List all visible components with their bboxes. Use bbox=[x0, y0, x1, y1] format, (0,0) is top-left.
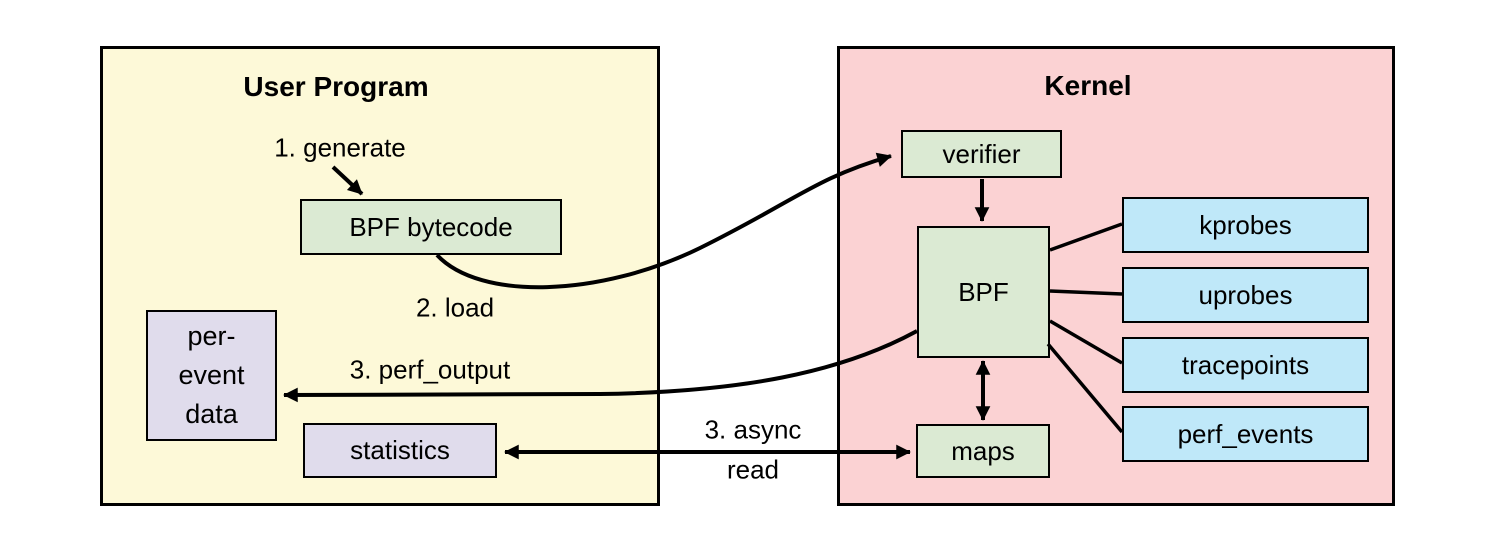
per-event-line-3: data bbox=[185, 399, 238, 429]
bpf-label: BPF bbox=[958, 276, 1009, 307]
perf-events-label: perf_events bbox=[1177, 418, 1314, 449]
tracepoints-label: tracepoints bbox=[1181, 349, 1310, 380]
kernel-title: Kernel bbox=[1044, 70, 1132, 101]
tracepoints-node: tracepoints bbox=[1122, 337, 1369, 393]
perf-events-node: perf_events bbox=[1122, 406, 1369, 462]
kprobes-node: kprobes bbox=[1122, 197, 1369, 253]
per-event-data-node: per- event data bbox=[146, 310, 277, 441]
bpf-bytecode-label: BPF bytecode bbox=[349, 211, 513, 242]
user-program-title: User Program bbox=[243, 71, 429, 102]
per-event-line-1: per- bbox=[187, 321, 236, 351]
maps-node: maps bbox=[916, 424, 1050, 478]
label-async-line2: read bbox=[726, 454, 780, 485]
statistics-node: statistics bbox=[303, 423, 497, 478]
label-load: 2. load bbox=[415, 292, 495, 323]
label-generate: 1. generate bbox=[274, 132, 406, 163]
per-event-data-label: per- event data bbox=[178, 317, 244, 434]
kprobes-label: kprobes bbox=[1199, 209, 1292, 240]
uprobes-node: uprobes bbox=[1122, 267, 1369, 323]
uprobes-label: uprobes bbox=[1198, 279, 1293, 310]
label-perf-output: 3. perf_output bbox=[349, 354, 511, 385]
per-event-line-2: event bbox=[178, 360, 245, 390]
verifier-label: verifier bbox=[942, 138, 1021, 169]
bpf-node: BPF bbox=[917, 226, 1050, 358]
maps-label: maps bbox=[951, 435, 1015, 466]
bpf-bytecode-node: BPF bytecode bbox=[300, 199, 562, 255]
statistics-label: statistics bbox=[350, 435, 450, 465]
verifier-node: verifier bbox=[901, 130, 1062, 178]
label-async-line1: 3. async bbox=[704, 414, 802, 445]
